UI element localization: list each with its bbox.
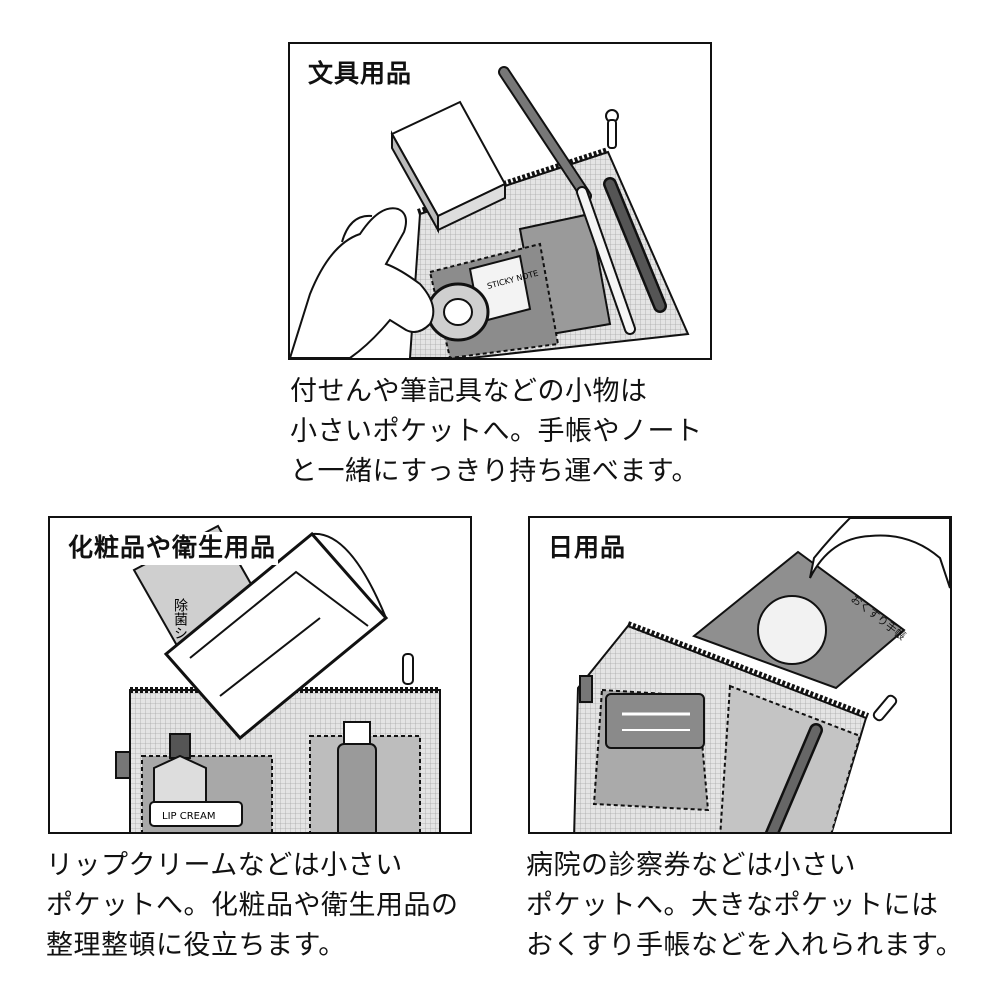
panel-cosmetics: 除菌シー LIP CREAM 化粧品や衛生用品 [48, 516, 472, 834]
sticky-note-pad [390, 100, 507, 234]
tape-roll-icon [426, 282, 490, 342]
zipper-pull-icon [872, 694, 898, 722]
caption-line: ポケットへ。化粧品や衛生用品の [46, 890, 459, 921]
caption-line: と一緒にすっきり持ち運べます。 [290, 456, 699, 487]
stationery-illustration: STICKY NOTE [290, 66, 690, 358]
panel-stationery: STICKY NOTE 文具用品 [288, 42, 712, 360]
side-tag [115, 751, 131, 779]
side-tag [579, 675, 593, 703]
pens-in-pocket [576, 177, 667, 335]
zipper [417, 147, 609, 215]
lip-cream-icon: LIP CREAM [149, 801, 243, 827]
caption-line: 整理整頓に役立ちます。 [46, 930, 346, 961]
caption-daily: 病院の診察券などは小さい ポケットへ。大きなポケットには おくすり手帳などを入れ… [526, 846, 963, 966]
caption-cosmetics: リップクリームなどは小さい ポケットへ。化粧品や衛生用品の 整理整頓に役立ちます… [46, 846, 459, 966]
panel-title-daily: 日用品 [546, 532, 629, 565]
caption-line: ポケットへ。大きなポケットには [526, 890, 939, 921]
zipper-pull-icon [605, 109, 619, 149]
panel-daily: おくすり手帳 日用品 [528, 516, 952, 834]
caption-line: 小さいポケットへ。手帳やノート [290, 416, 703, 447]
caption-line: おくすり手帳などを入れられます。 [526, 930, 964, 961]
mask-icon [163, 531, 389, 741]
pen-icon [764, 723, 823, 832]
sticky-note-card: STICKY NOTE [468, 254, 539, 324]
daily-illustration: おくすり手帳 [573, 518, 950, 832]
panel-title-stationery: 文具用品 [306, 58, 415, 91]
spray-bottle-icon [337, 721, 377, 832]
caption-stationery: 付せんや筆記具などの小物は 小さいポケットへ。手帳やノート と一緒にすっきり持ち… [290, 372, 703, 492]
cosmetics-illustration: 除菌シー LIP CREAM [115, 524, 441, 832]
zipper [626, 621, 870, 719]
pen-icon [498, 66, 592, 202]
zipper-pull-icon [402, 653, 414, 685]
caption-line: 付せんや筆記具などの小物は [290, 376, 648, 407]
panel-title-cosmetics: 化粧品や衛生用品 [66, 532, 279, 565]
caption-line: リップクリームなどは小さい [46, 850, 403, 881]
lip-cream-label: LIP CREAM [162, 811, 215, 822]
large-pocket [719, 684, 862, 832]
hand-icon [809, 518, 950, 589]
caption-line: 病院の診察券などは小さい [526, 850, 856, 881]
hand-icon [290, 207, 435, 358]
clinic-card [605, 693, 705, 749]
